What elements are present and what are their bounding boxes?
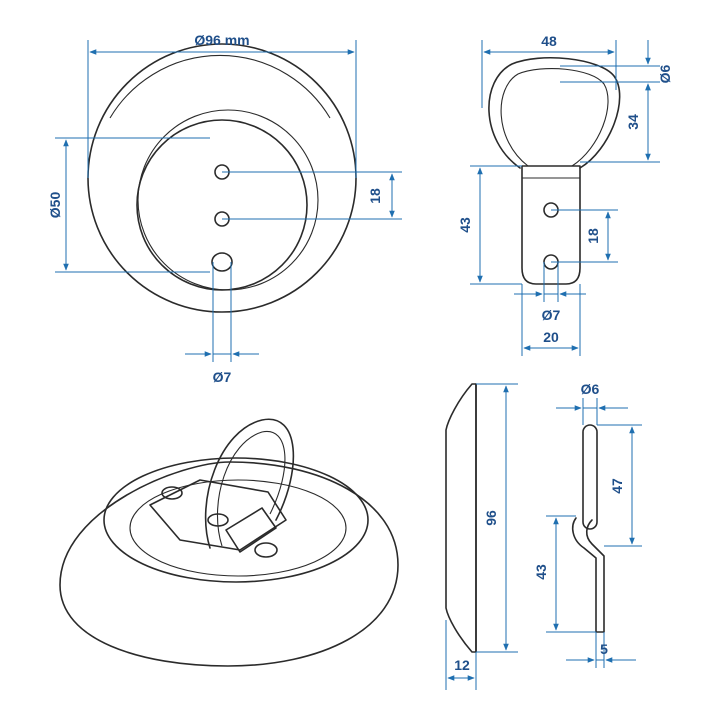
dim-front-wire-diameter: Ø6	[657, 64, 673, 83]
dim-front-ring-height: 34	[625, 114, 641, 130]
perspective-hinge	[225, 507, 277, 553]
perspective-ring-outer	[204, 418, 295, 549]
dish-top-rim	[103, 457, 369, 583]
perspective-hole-1	[161, 486, 183, 500]
base-profile	[445, 383, 477, 653]
side-profile-dimensions: 96 12	[445, 383, 518, 690]
dim-ring-height: 47	[609, 478, 625, 494]
dish-rim-highlight	[109, 54, 331, 119]
dish-recess-edge	[137, 109, 319, 291]
dim-ring-wire-diameter: Ø6	[581, 381, 600, 397]
dim-base-height: 96	[483, 510, 499, 526]
side-profile-view	[445, 383, 477, 653]
dim-ring-plate-height: 43	[533, 564, 549, 580]
ring-side-dimensions: Ø6 47 43 5	[533, 381, 642, 668]
dim-hole-diameter: Ø7	[213, 369, 232, 385]
ring-side-plate	[571, 517, 605, 633]
perspective-ring-inner	[216, 430, 286, 547]
dim-front-plate-width: 20	[543, 329, 559, 345]
dish-recess-rim	[129, 479, 347, 577]
ring-inner	[500, 68, 609, 167]
perspective-plate	[149, 479, 287, 551]
top-hole-lower	[211, 252, 233, 272]
dim-ring-plate-thickness: 5	[600, 641, 608, 657]
front-view-dimensions: 48 Ø6 34 43 18 Ø7 20	[457, 33, 673, 356]
ring-outer	[488, 56, 621, 169]
dim-front-plate-height: 43	[457, 217, 473, 233]
perspective-hole-3	[254, 542, 278, 558]
dim-front-width: 48	[541, 33, 557, 49]
dish-body-outline	[59, 461, 399, 667]
dim-inner-diameter: Ø50	[47, 192, 63, 219]
dim-front-hole-diameter: Ø7	[542, 307, 561, 323]
dim-hole-spacing: 18	[367, 188, 383, 204]
dim-front-hole-spacing: 18	[585, 228, 601, 244]
dish-recess	[136, 119, 308, 291]
ring-side-wire	[582, 424, 598, 530]
dim-outer-diameter: Ø96 mm	[194, 32, 249, 48]
mount-plate	[521, 165, 581, 285]
ring-side-view	[571, 424, 605, 633]
dim-base-depth: 12	[454, 657, 470, 673]
perspective-view	[59, 418, 399, 667]
top-view-dimensions: Ø96 mm Ø50 18 Ø7	[47, 32, 402, 385]
front-view	[488, 56, 621, 285]
